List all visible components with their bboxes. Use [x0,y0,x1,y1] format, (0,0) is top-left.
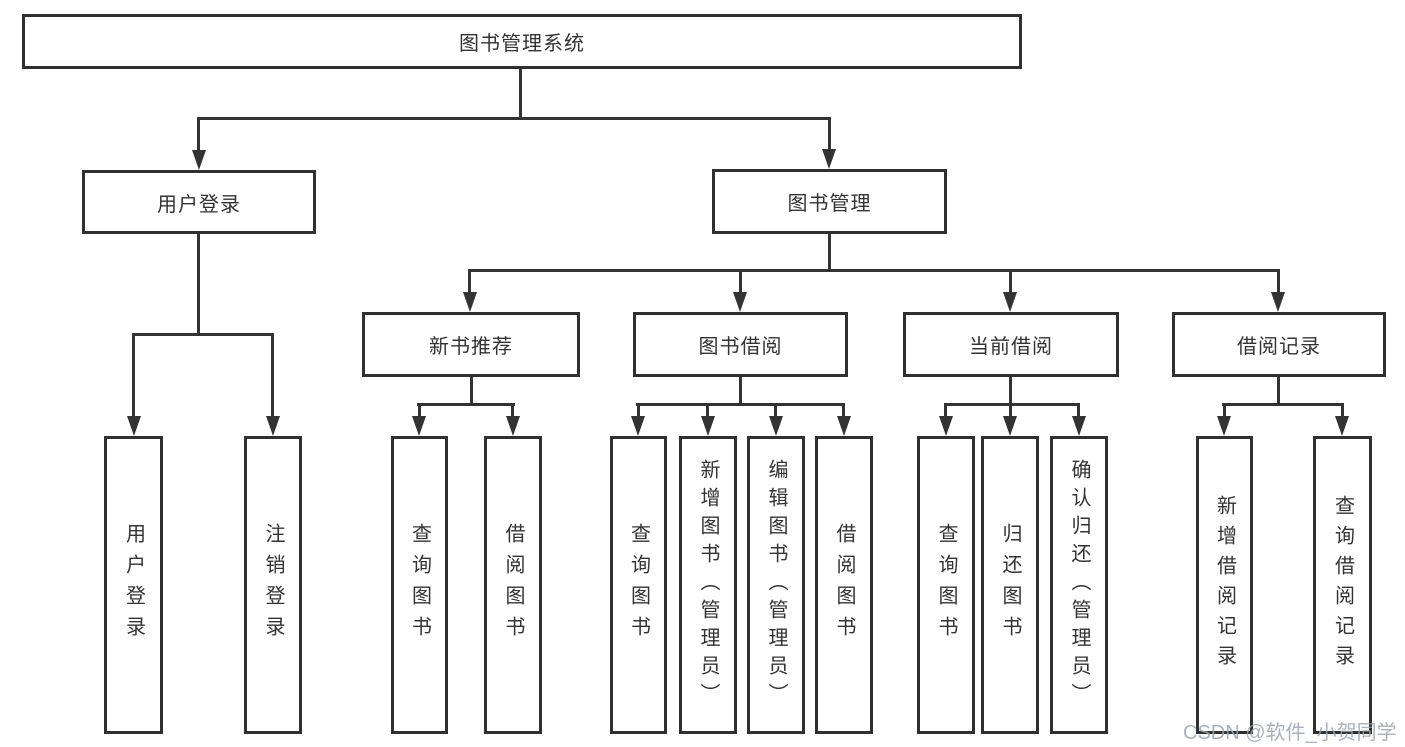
leaf-label: 归还图书 [999,523,1021,647]
leaf-label: 查询图书 [408,523,431,647]
arrowhead-down [1335,416,1349,436]
node-label: 图书管理系统 [459,33,585,55]
connector-line [1009,403,1012,418]
leaf-query-books-borrow: 查询图书 [610,436,667,734]
node-label: 借阅记录 [1237,336,1321,358]
leaf-label: 查询图书 [935,523,957,647]
node-current-borrowing: 当前借阅 [903,312,1119,377]
connector-line [271,333,274,417]
connector-line [828,233,831,271]
connector-line [739,377,742,404]
connector-line [1009,377,1012,404]
node-label: 图书借阅 [698,336,783,358]
leaf-label: 注销登录 [262,523,284,647]
arrowhead-down [266,416,280,436]
connector-line [1277,269,1280,294]
arrowhead-down [412,416,426,436]
arrowhead-down [1271,292,1285,312]
connector-line [519,68,522,118]
leaf-query-books-recommend: 查询图书 [391,436,448,734]
csdn-watermark: CSDN @软件_小贺同学 [1183,722,1397,744]
leaf-add-borrow-record: 新增借阅记录 [1196,436,1253,734]
leaf-borrow-books-recommend: 借阅图书 [484,436,542,734]
leaf-label: 查询图书 [627,523,650,647]
arrowhead-down [631,416,645,436]
leaf-logout: 注销登录 [244,436,302,734]
arrowhead-down [192,150,206,170]
connector-line [418,403,421,418]
node-label: 用户登录 [157,193,241,216]
node-label: 新书推荐 [429,336,513,358]
leaf-borrow-books-borrow: 借阅图书 [815,436,873,734]
connector-line [774,403,777,418]
node-book-management: 图书管理 [712,169,947,234]
connector-line [132,333,135,417]
leaf-return-books: 归还图书 [981,436,1039,734]
arrowhead-down [822,149,836,169]
leaf-query-borrow-record: 查询借阅记录 [1313,436,1372,734]
leaf-edit-books-admin: 编辑图书（管理员） [747,436,805,734]
node-book-borrowing: 图书借阅 [633,312,848,377]
leaf-label: 新增图书（管理员） [697,459,719,711]
leaf-label: 用户登录 [122,523,145,647]
leaf-label: 编辑图书（管理员） [765,459,787,711]
connector-line [197,233,200,334]
arrowhead-down [837,416,851,436]
connector-line [197,117,200,154]
node-user-login: 用户登录 [82,170,316,234]
leaf-label: 借阅图书 [833,523,855,647]
connector-line [944,403,1080,406]
leaf-label: 新增借阅记录 [1213,495,1236,675]
arrowhead-down [1072,416,1086,436]
node-label: 图书管理 [787,193,872,215]
connector-line [637,403,640,418]
connector-line [1222,403,1343,406]
leaf-query-books-current: 查询图书 [917,436,975,734]
arrowhead-down [939,416,953,436]
connector-line [1009,269,1012,294]
connector-line [1341,403,1344,418]
connector-line [1223,403,1226,418]
leaf-add-books-admin: 新增图书（管理员） [679,436,737,734]
connector-line [470,377,473,404]
node-new-book-recommendation: 新书推荐 [362,312,580,377]
arrowhead-down [463,292,477,312]
arrowhead-down [1003,292,1017,312]
arrowhead-down [769,416,783,436]
connector-line [468,269,471,294]
leaf-label: 确认归还（管理员） [1068,459,1090,711]
connector-line [706,403,709,418]
arrowhead-down [127,416,141,436]
connector-line [1277,377,1280,404]
connector-line [197,117,831,120]
leaf-label: 查询借阅记录 [1331,495,1354,675]
connector-line [828,117,831,151]
arrowhead-down [1217,416,1231,436]
connector-line [1077,403,1080,418]
connector-line [842,403,845,418]
leaf-user-login: 用户登录 [104,436,163,734]
connector-line [468,269,1280,272]
connector-line [417,403,515,406]
node-label: 当前借阅 [969,336,1053,358]
connector-line [511,403,514,418]
connector-line [132,333,274,336]
node-library-management-system: 图书管理系统 [22,14,1022,69]
arrowhead-down [733,292,747,312]
arrowhead-down [701,416,715,436]
leaf-confirm-return-admin: 确认归还（管理员） [1050,436,1108,734]
node-borrowing-records: 借阅记录 [1172,312,1386,377]
arrowhead-down [1003,416,1017,436]
arrowhead-down [506,416,520,436]
connector-line [636,403,845,406]
leaf-label: 借阅图书 [502,523,524,647]
connector-line [944,403,947,418]
connector-line [739,269,742,294]
